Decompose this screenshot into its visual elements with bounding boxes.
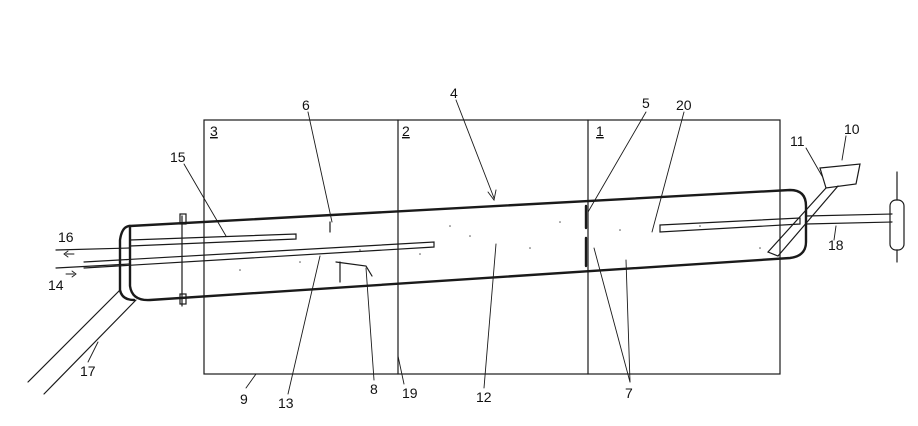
label-18: 18: [828, 237, 844, 253]
hopper-10: [819, 163, 861, 189]
inclined-tube: [118, 188, 808, 307]
leader-15: [183, 163, 227, 237]
flow-arrows: [63, 250, 77, 278]
furnace-outline: [203, 119, 781, 375]
leader-8: [365, 267, 375, 381]
arrow-14: [65, 270, 77, 278]
tube-body: [128, 188, 808, 302]
label-4: 4: [450, 85, 458, 101]
label-20: 20: [676, 97, 692, 113]
zone-label-2: 2: [402, 123, 410, 139]
pusher-rod-18-bottom: [805, 221, 893, 225]
inner-rods: [55, 217, 801, 269]
label-11: 11: [790, 133, 805, 149]
baffles: [329, 204, 588, 283]
leader-12: [483, 243, 497, 389]
label-13: 13: [278, 395, 294, 411]
label-7: 7: [625, 385, 633, 401]
leader-4: [455, 99, 495, 199]
flange-clip-bottom: [179, 293, 187, 305]
label-9: 9: [240, 391, 248, 407]
tube-texture: [239, 221, 761, 271]
label-19: 19: [402, 385, 418, 401]
label-17: 17: [80, 363, 96, 379]
leader-lines: [87, 99, 847, 395]
pusher-handle: [889, 199, 905, 251]
zone-label-1: 1: [596, 123, 604, 139]
arrow-16: [63, 250, 75, 258]
drain-pipe: [27, 289, 137, 395]
furnace-zones: [203, 119, 781, 375]
reference-labels: 4 5 6 7 8 9 10 11 12 13 14 15 16 17 18 1…: [48, 85, 860, 411]
label-14: 14: [48, 277, 64, 293]
rod-15: [129, 233, 297, 247]
leader-20: [651, 111, 685, 233]
label-8: 8: [370, 381, 378, 397]
drain-pipe-right: [43, 299, 137, 395]
rod-13: [83, 241, 435, 269]
label-5: 5: [642, 95, 650, 111]
rod-20: [659, 217, 801, 233]
drain-pipe-left: [27, 289, 121, 383]
zone-labels: 3 2 1: [210, 123, 604, 139]
gas-line-14: [55, 263, 131, 269]
leader-18: [833, 225, 837, 241]
leader-13: [287, 255, 321, 395]
baffle-8: [335, 261, 373, 277]
leader-7a: [593, 247, 631, 383]
label-6: 6: [302, 97, 310, 113]
feed-chute-11: [766, 185, 839, 257]
flange-clip-top: [179, 213, 187, 225]
label-10: 10: [844, 121, 860, 137]
zone-label-3: 3: [210, 123, 218, 139]
label-12: 12: [476, 389, 492, 405]
leader-7b: [625, 259, 631, 383]
leader-5: [587, 111, 647, 213]
feeder: [766, 163, 905, 263]
leader-11: [805, 147, 823, 177]
leader-19: [397, 355, 405, 385]
leader-6: [307, 111, 333, 223]
arrowhead-4: [487, 189, 497, 202]
leader-9: [245, 373, 257, 389]
label-15: 15: [170, 149, 186, 165]
pusher-rod-18-top: [805, 213, 893, 217]
leader-17: [87, 341, 99, 363]
label-16: 16: [58, 229, 74, 245]
tube-end-cap: [118, 224, 136, 302]
leader-10: [841, 135, 847, 161]
gas-line-16: [55, 247, 131, 251]
